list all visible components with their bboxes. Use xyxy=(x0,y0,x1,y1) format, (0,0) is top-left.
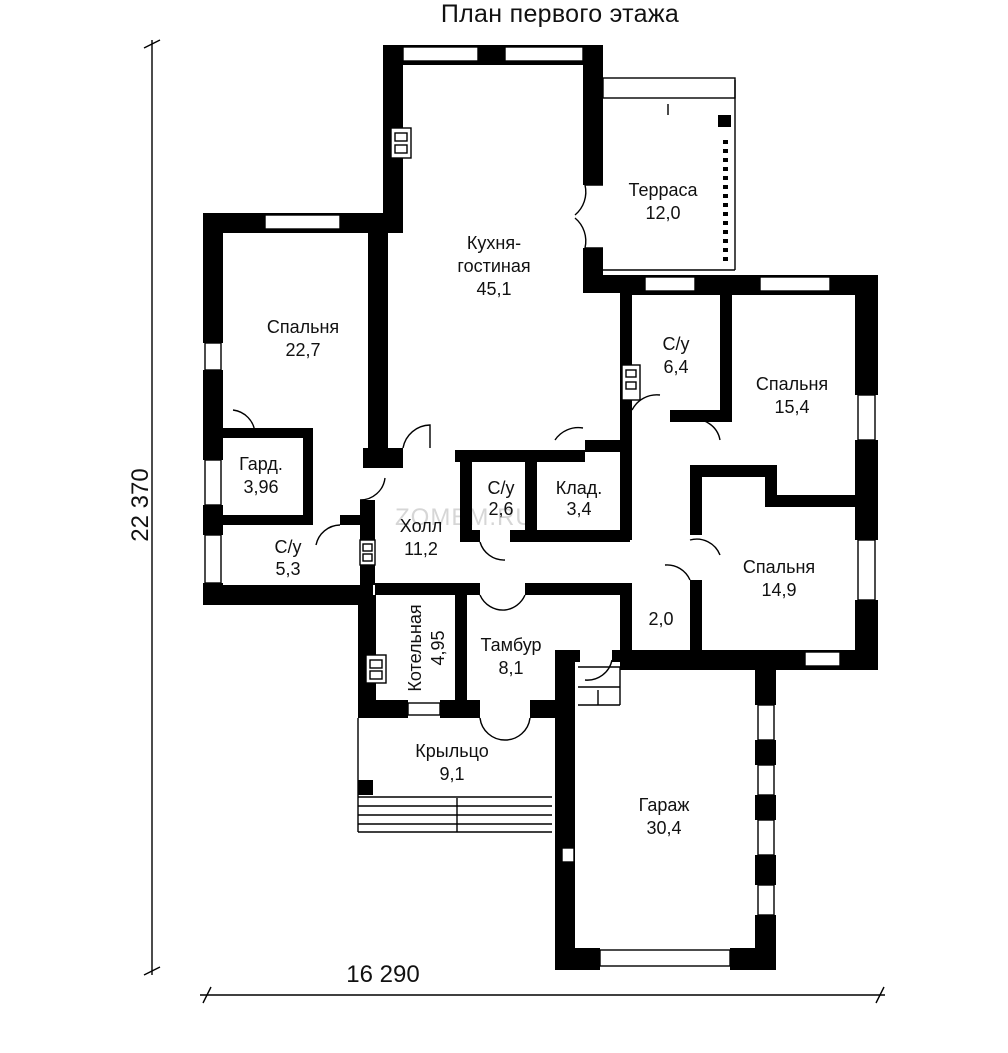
room-area: 3,96 xyxy=(243,477,278,497)
room-garage-label: Гараж 30,4 xyxy=(639,795,690,838)
room-name: Клад. xyxy=(556,478,603,498)
room-bathroom-1-label: С/у 6,4 xyxy=(663,334,690,377)
railing-tick xyxy=(723,221,728,225)
room-wardrobe-label: Гард. 3,96 xyxy=(239,454,283,497)
porch-steps xyxy=(357,718,552,833)
room-vestibule-label: Тамбур 8,1 xyxy=(480,635,541,678)
room-bathroom-2-label: С/у 2,6 xyxy=(488,478,515,519)
room-porch-label: Крыльцо 9,1 xyxy=(415,741,488,784)
room-area: 22,7 xyxy=(285,340,320,360)
room-small-label: 2,0 xyxy=(648,609,673,629)
room-area: 12,0 xyxy=(645,203,680,223)
railing-tick xyxy=(723,239,728,243)
room-terrace-label: Терраса 12,0 xyxy=(628,180,698,223)
room-boiler-label: Котельная 4,95 xyxy=(405,604,448,691)
vent-blocks xyxy=(359,127,641,863)
room-area: 8,1 xyxy=(498,658,523,678)
room-name: Терраса xyxy=(628,180,698,200)
room-storage-label: Клад. 3,4 xyxy=(556,478,603,519)
room-name: С/у xyxy=(275,537,302,557)
railing-tick xyxy=(723,248,728,252)
height-dimension-line xyxy=(143,39,161,976)
room-name: Спальня xyxy=(743,557,815,577)
railing-tick xyxy=(723,140,728,144)
height-dimension: 22 370 xyxy=(127,468,154,541)
room-area: 11,2 xyxy=(404,539,438,559)
room-area: 6,4 xyxy=(663,357,688,377)
room-hall-label: Холл 11,2 xyxy=(400,516,442,559)
plan-title: План первого этажа xyxy=(440,0,680,28)
room-name: С/у xyxy=(663,334,690,354)
railing-tick xyxy=(723,158,728,162)
room-name: С/у xyxy=(488,478,515,498)
windows xyxy=(204,46,876,967)
interior-walls xyxy=(215,233,875,715)
railing-ticks xyxy=(723,140,728,261)
room-kitchen-label: Кухня- гостиная 45,1 xyxy=(457,233,530,299)
room-area: 45,1 xyxy=(476,279,511,299)
room-name: Тамбур xyxy=(480,635,541,655)
room-name: Гараж xyxy=(639,795,690,815)
doors xyxy=(232,184,721,741)
railing-tick xyxy=(723,203,728,207)
railing-tick xyxy=(723,185,728,189)
railing-tick xyxy=(723,194,728,198)
railing-tick xyxy=(723,176,728,180)
room-name: Крыльцо xyxy=(415,741,488,761)
room-name: Гард. xyxy=(239,454,283,474)
room-area: 4,95 xyxy=(428,630,448,665)
railing-tick xyxy=(723,230,728,234)
width-dimension: 16 290 xyxy=(346,961,419,988)
room-area: 30,4 xyxy=(646,818,681,838)
room-bedroom-1-label: Спальня 22,7 xyxy=(267,317,339,360)
railing-tick xyxy=(723,149,728,153)
room-area: 2,6 xyxy=(488,499,513,519)
room-area: 15,4 xyxy=(774,397,809,417)
terrace-railing xyxy=(602,77,736,271)
room-name: Спальня xyxy=(267,317,339,337)
room-name: Кухня- xyxy=(467,233,521,253)
room-bedroom-3-label: Спальня 14,9 xyxy=(743,557,815,600)
room-bedroom-2-label: Спальня 15,4 xyxy=(756,374,828,417)
room-area: 2,0 xyxy=(648,609,673,629)
room-name-2: гостиная xyxy=(457,256,530,276)
room-area: 14,9 xyxy=(761,580,796,600)
room-bathroom-3-label: С/у 5,3 xyxy=(275,537,302,579)
railing-tick xyxy=(723,212,728,216)
room-area: 5,3 xyxy=(275,559,300,579)
room-name: Котельная xyxy=(405,604,425,691)
room-area: 3,4 xyxy=(566,499,591,519)
width-dimension-line xyxy=(200,986,885,1004)
room-area: 9,1 xyxy=(439,764,464,784)
room-name: Спальня xyxy=(756,374,828,394)
vestibule-steps xyxy=(578,666,621,706)
room-name: Холл xyxy=(400,516,442,536)
railing-tick xyxy=(723,257,728,261)
railing-tick xyxy=(723,167,728,171)
